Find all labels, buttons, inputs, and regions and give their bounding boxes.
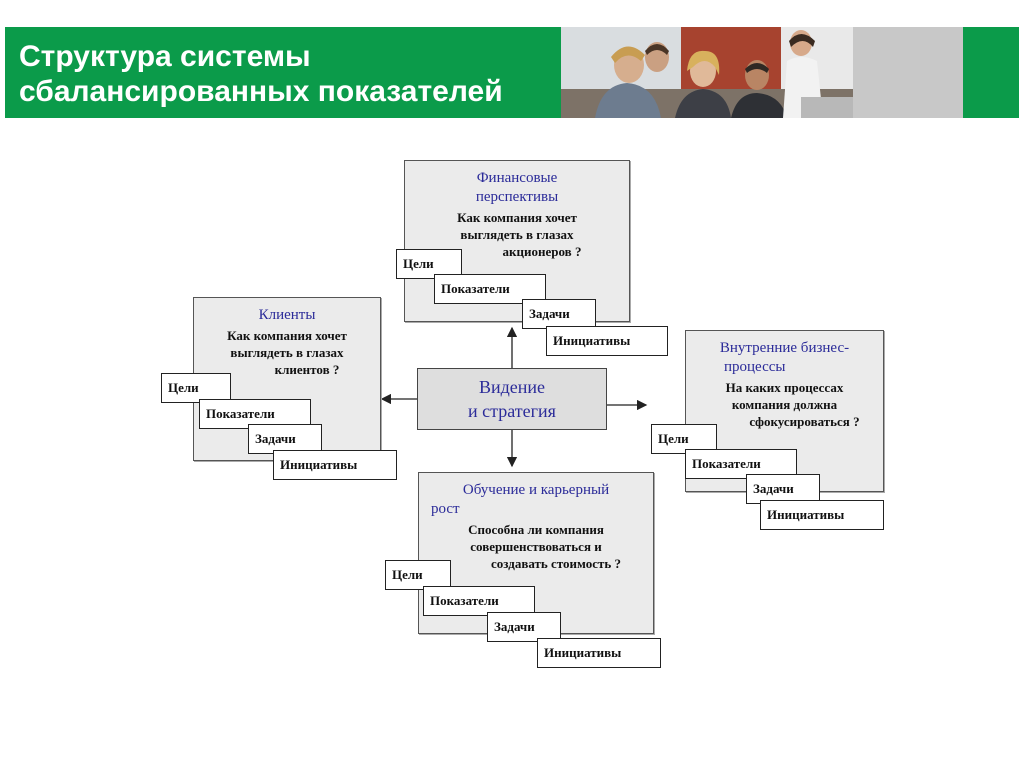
header-banner: Структура системы сбалансированных показ… (5, 27, 1019, 118)
title-line-2: сбалансированных показателей (19, 75, 503, 108)
header-green-panel: Структура системы сбалансированных показ… (5, 27, 561, 118)
financial-question-2: выглядеть в глазах (460, 227, 574, 242)
learning-title-1: Обучение и карьерный (462, 482, 610, 498)
clients-question-2: выглядеть в глазах (230, 345, 344, 360)
vision-line-2: и стратегия (468, 401, 556, 421)
team-photo (561, 27, 853, 118)
title-line-1: Структура системы (19, 40, 311, 73)
financial-title-2: перспективы (475, 189, 559, 205)
clients-initiatives-tag: Инициативы (273, 450, 397, 480)
header-green-tail (963, 27, 1019, 118)
financial-question-3: акционеров ? (502, 244, 582, 259)
learning-initiatives-tag: Инициативы (537, 638, 661, 668)
vision-line-1: Видение (478, 377, 546, 397)
learning-title-2: рост (431, 501, 460, 517)
learning-goals-tag: Цели (385, 560, 451, 590)
clients-tasks-tag: Задачи (248, 424, 322, 454)
financial-tasks-tag: Задачи (522, 299, 596, 329)
financial-title-1: Финансовые (476, 170, 558, 186)
internal-title-2: процессы (724, 359, 786, 375)
internal-question-2: компания должна (731, 397, 838, 412)
vision-strategy-box: Видение и стратегия (417, 368, 607, 430)
slide-title: Структура системы сбалансированных показ… (19, 39, 503, 109)
learning-indicators-tag: Показатели (423, 586, 535, 616)
internal-question-3: сфокусироваться ? (749, 414, 860, 429)
learning-question-3: создавать стоимость ? (491, 556, 621, 571)
learning-question-2: совершенствоваться и (470, 539, 602, 554)
clients-goals-tag: Цели (161, 373, 231, 403)
internal-question-1: На каких процессах (725, 380, 844, 395)
learning-question-1: Способна ли компания (468, 522, 604, 537)
learning-tasks-tag: Задачи (487, 612, 561, 642)
clients-question-1: Как компания хочет (227, 328, 347, 343)
internal-title-1: Внутренние бизнес- (719, 340, 850, 356)
clients-title: Клиенты (258, 307, 316, 323)
clients-question-3: клиентов ? (274, 362, 340, 377)
financial-goals-tag: Цели (396, 249, 462, 279)
header-grey-panel (853, 27, 963, 118)
internal-initiatives-tag: Инициативы (760, 500, 884, 530)
financial-question-1: Как компания хочет (457, 210, 577, 225)
financial-initiatives-tag: Инициативы (546, 326, 668, 356)
